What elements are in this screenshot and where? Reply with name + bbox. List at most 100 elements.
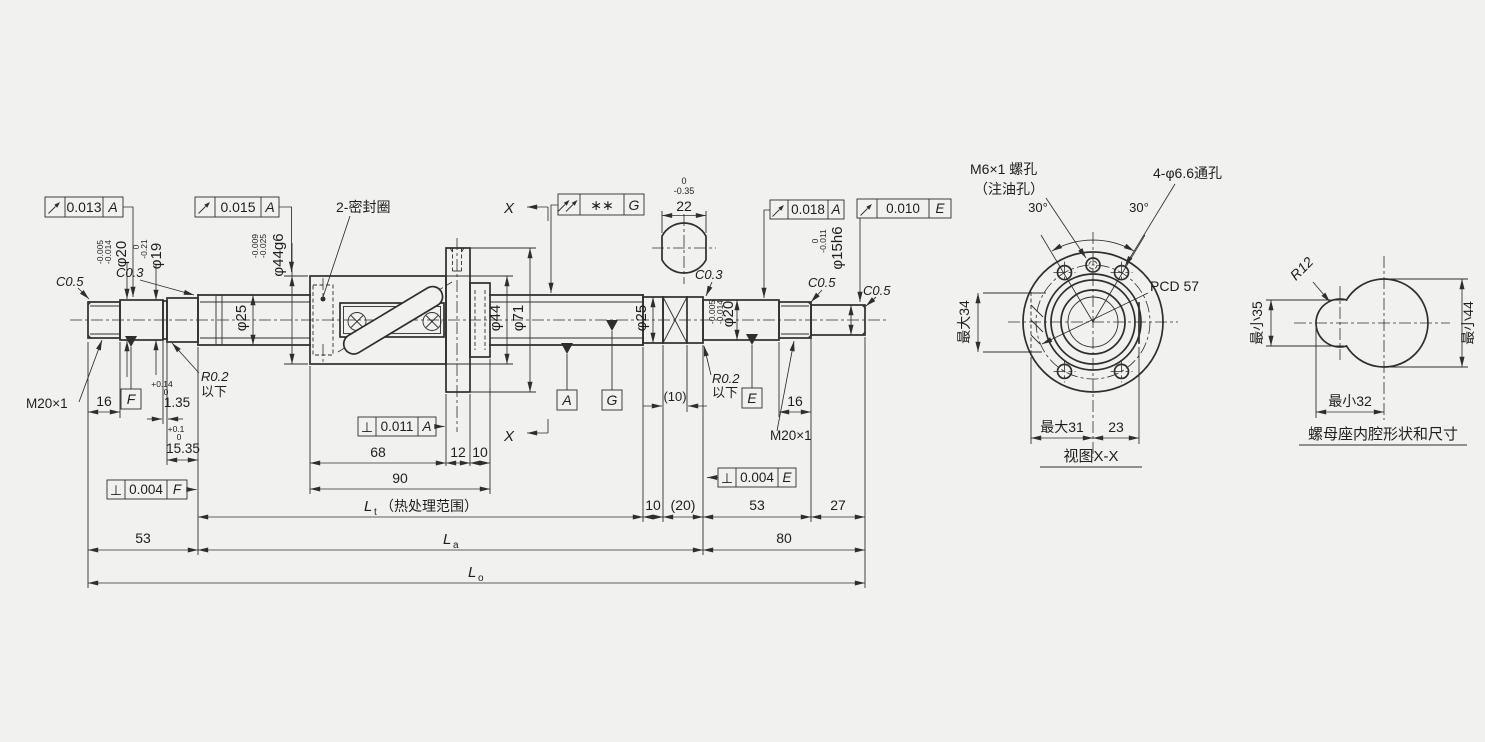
- chamfer-note: C0.5: [808, 275, 836, 290]
- tol: -0.35: [674, 186, 695, 196]
- circular-runout-icon: [48, 201, 61, 214]
- fcf-datum: A: [830, 202, 840, 217]
- chamfer-note: C0.5: [863, 283, 891, 298]
- dim-80: 80: [776, 530, 792, 546]
- fcf-datum: A: [107, 199, 117, 215]
- datum-f-label: F: [127, 391, 137, 407]
- oil-hole-note2: （注油孔）: [974, 181, 1044, 197]
- tol: -0.005: [707, 300, 717, 324]
- dia-label: φ25: [633, 305, 650, 331]
- tol: -0.21: [139, 239, 149, 259]
- datum-a-label: A: [561, 392, 571, 408]
- dia-label: φ20: [720, 301, 737, 327]
- dim-min35: 最小35: [1249, 301, 1265, 345]
- fcf-nut-od-runout: 0.015 A: [194, 196, 295, 272]
- angle-30-right: 30°: [1129, 200, 1149, 215]
- bolt-holes-note: 4-φ6.6通孔: [1153, 165, 1222, 181]
- tol: 0: [681, 176, 686, 186]
- section-x-bottom-label: X: [503, 428, 515, 445]
- chamfer-note: C0.5: [56, 274, 84, 289]
- fcf-left-journal-runout: 0.013 A: [44, 196, 136, 297]
- fcf-flange-face-perp: ⊥ 0.011 A: [357, 416, 445, 437]
- flats-section: 0 -0.35 22: [652, 176, 716, 284]
- thread-note: M20×1: [26, 396, 68, 411]
- dia-label: φ19: [148, 243, 165, 269]
- fillet-note: R0.2: [201, 369, 229, 384]
- dim-10: 10: [472, 444, 488, 460]
- section-view-title: 视图X-X: [1063, 448, 1118, 465]
- bolt-holes: [1053, 261, 1133, 383]
- dim-r12: R12: [1287, 254, 1317, 284]
- dim-53-left: 53: [135, 530, 151, 546]
- section-arrow-bottom: X: [503, 419, 549, 445]
- dim-la-sub: a: [453, 540, 459, 551]
- diameter-dims: -0.005 -0.014 φ20 0 -0.21 φ19 φ25 -0.009…: [95, 226, 854, 393]
- dim-lo: L: [468, 564, 476, 581]
- tol: -0.025: [258, 234, 268, 258]
- dim-max31: 最大31: [1040, 419, 1084, 435]
- fcf-value: 0.015: [220, 199, 255, 215]
- dim-16-left: 16: [96, 393, 112, 409]
- angle-30-left: 30°: [1028, 200, 1048, 215]
- tol: 0: [177, 432, 182, 442]
- fcf-datum: F: [173, 482, 182, 497]
- main-view: X X F A G E 0.013 A 0.015 A: [26, 176, 952, 588]
- name-plate: [339, 302, 445, 338]
- dim-12: 12: [450, 444, 466, 460]
- chamfer-note: C0.3: [116, 265, 144, 280]
- fcf-datum: G: [629, 197, 640, 213]
- fcf-right-face-perp: ⊥ 0.004 E: [707, 467, 797, 488]
- pcd-label: PCD 57: [1150, 278, 1199, 294]
- oil-hole-note: M6×1 螺孔: [970, 161, 1037, 177]
- dim-min44: 最小44: [1460, 301, 1476, 345]
- fcf-datum: E: [935, 201, 945, 216]
- perpendicularity-icon: ⊥: [721, 470, 733, 486]
- cavity-view-title: 螺母座内腔形状和尺寸: [1308, 426, 1458, 443]
- tol: 0: [131, 244, 141, 249]
- dim-68: 68: [370, 444, 386, 460]
- dim-27: 27: [830, 497, 846, 513]
- tol: +0.14: [151, 379, 173, 389]
- tol: 0: [810, 238, 820, 243]
- tol: -0.014: [103, 240, 113, 264]
- fillet-note-cjk: 以下: [201, 384, 227, 399]
- dim-lt-note: （热处理范围）: [380, 498, 478, 514]
- fcf-left-face-perp: ⊥ 0.004 F: [106, 479, 197, 500]
- section-view-xx: 30° 30° M6×1 螺孔 （注油孔） 4-φ6.6通孔 PCD 57 最大…: [956, 161, 1222, 468]
- perpendicularity-icon: ⊥: [110, 482, 122, 498]
- circular-runout-icon: [772, 204, 785, 217]
- fcf-value: 0.011: [381, 419, 414, 434]
- plate-screw-right: [422, 312, 442, 331]
- dia-label: φ71: [510, 305, 527, 331]
- perpendicularity-icon: ⊥: [361, 419, 373, 435]
- dim-90: 90: [392, 470, 408, 486]
- dim-lt: L: [364, 498, 372, 515]
- chamfer-note: C0.3: [695, 267, 723, 282]
- dim-15-35: 15.35: [166, 441, 200, 456]
- tol: +0.1: [168, 424, 185, 434]
- ball-nut: [309, 247, 491, 393]
- dia-label: φ44: [487, 305, 504, 331]
- tol: -0.014: [715, 300, 725, 324]
- dim-lt-sub: t: [374, 507, 377, 518]
- cavity-view: R12 最小35 最小44 最小32 螺母座内腔形状和尺寸: [1249, 254, 1476, 446]
- fcf-datum: A: [421, 419, 431, 434]
- tol: -0.005: [95, 240, 105, 264]
- dim-lo-sub: o: [478, 573, 484, 584]
- right-seal: [469, 282, 491, 358]
- total-runout-icon: [558, 200, 578, 212]
- fcf-value: 0.004: [740, 470, 774, 485]
- datum-e: E: [741, 334, 763, 409]
- seal-note: 2-密封圈: [336, 199, 390, 215]
- fcf-value: 0.018: [791, 202, 825, 217]
- dim-la: L: [443, 531, 451, 548]
- fillet-note-cjk: 以下: [712, 385, 738, 400]
- dim-20-ref: (20): [671, 497, 696, 513]
- dim-53-right: 53: [749, 497, 765, 513]
- fcf-screw-total-runout: ∗∗ G: [548, 193, 645, 293]
- dim-10-ref: (10): [663, 389, 686, 404]
- fcf-value: ∗∗: [590, 197, 613, 213]
- dia-label: φ25: [233, 305, 250, 331]
- thread-note: M20×1: [770, 428, 812, 443]
